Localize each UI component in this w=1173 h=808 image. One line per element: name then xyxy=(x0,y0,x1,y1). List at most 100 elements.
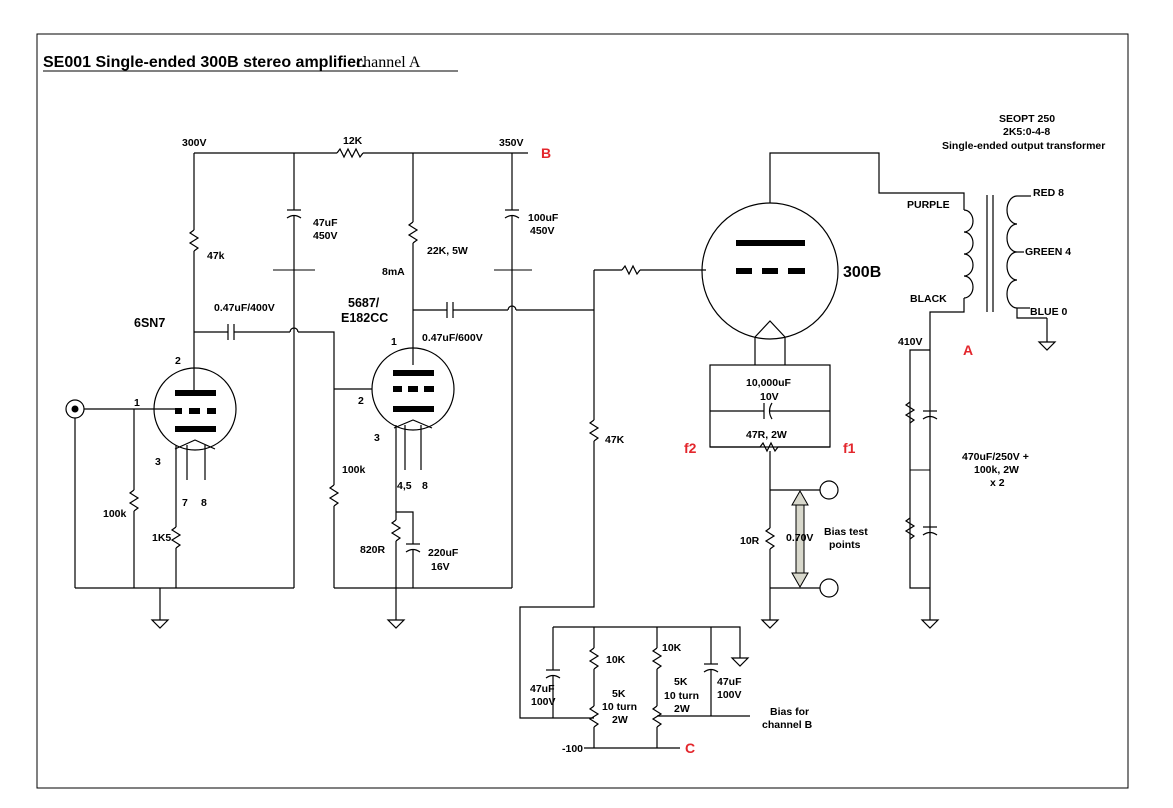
label-pot-b1: 5K xyxy=(674,676,688,688)
label-psu-1: 470uF/250V + xyxy=(962,451,1029,463)
cap-220uf-16v xyxy=(396,511,421,588)
label-cb1-val: 47uF xyxy=(530,683,555,695)
label-47k-grid: 47K xyxy=(605,434,625,446)
label-bias-b-1: Bias for xyxy=(770,706,809,718)
test-point-bottom[interactable] xyxy=(819,578,839,598)
label-cb1-v: 100V xyxy=(531,696,556,708)
label-pot-b2: 10 turn xyxy=(664,690,699,702)
point-f1: f1 xyxy=(843,440,856,456)
label-47r-2w: 47R, 2W xyxy=(746,429,787,441)
filament-box xyxy=(709,364,831,528)
label-neg100: -100 xyxy=(562,743,583,755)
pin-5687-1: 1 xyxy=(391,336,397,348)
grid-stopper-300b xyxy=(594,264,706,276)
label-c47-v: 450V xyxy=(313,230,338,242)
test-point-top[interactable] xyxy=(819,480,839,500)
tube-5687 xyxy=(371,347,455,470)
resistor-100k-grid xyxy=(328,484,340,588)
opt-ratio: 2K5:0-4-8 xyxy=(1003,126,1050,138)
label-pot-a3: 2W xyxy=(612,714,628,726)
label-410v: 410V xyxy=(898,336,923,348)
opt-desc: Single-ended output transformer xyxy=(942,140,1105,152)
label-300v: 300V xyxy=(182,137,207,149)
label-c100-v: 450V xyxy=(530,225,555,237)
opt-purple: PURPLE xyxy=(907,199,950,211)
pin-5687-45: 4,5 xyxy=(397,480,412,492)
label-psu-2: 100k, 2W xyxy=(974,464,1019,476)
label-c47-val: 47uF xyxy=(313,217,338,229)
resistor-47k-grid-300b xyxy=(519,270,600,719)
opt-blue0: BLUE 0 xyxy=(1030,306,1068,318)
input-jack[interactable] xyxy=(65,399,85,419)
label-820r: 820R xyxy=(360,544,386,556)
label-100k-input: 100k xyxy=(103,508,127,520)
label-c10000-v: 10V xyxy=(760,391,779,403)
opt-black: BLACK xyxy=(910,293,947,305)
plate-wire-300b xyxy=(769,152,965,210)
pin-6sn7-8: 8 xyxy=(201,497,207,509)
title-channel: channel A xyxy=(356,54,421,71)
label-pot-a2: 10 turn xyxy=(602,701,637,713)
point-c: C xyxy=(685,740,695,756)
resistor-10r xyxy=(760,527,780,629)
opt-name: SEOPT 250 xyxy=(999,113,1055,125)
pin-6sn7-3: 3 xyxy=(155,456,161,468)
resistor-820r xyxy=(386,425,406,629)
pin-6sn7-7: 7 xyxy=(182,497,188,509)
psu-filter xyxy=(904,349,938,589)
label-pot-b3: 2W xyxy=(674,703,690,715)
opt-red8: RED 8 xyxy=(1033,187,1064,199)
border-frame xyxy=(36,33,1129,789)
point-b: B xyxy=(541,145,551,161)
label-5687: 5687/ xyxy=(348,296,380,310)
bias-supply xyxy=(545,626,750,749)
resistor-47k-plate xyxy=(188,153,200,390)
label-1k5: 1K5 xyxy=(152,532,171,544)
label-070v: 0.70V xyxy=(786,532,813,544)
label-c220-v: 16V xyxy=(431,561,450,573)
label-cb2-v: 100V xyxy=(717,689,742,701)
pin-6sn7-2: 2 xyxy=(175,355,181,367)
label-300b: 300B xyxy=(843,264,881,281)
label-6sn7: 6SN7 xyxy=(134,316,165,330)
point-f2: f2 xyxy=(684,440,697,456)
label-12k: 12K xyxy=(343,135,363,147)
title-main: SE001 Single-ended 300B stereo amplifier… xyxy=(43,54,366,71)
label-psu-3: x 2 xyxy=(990,477,1005,489)
label-10k-b: 10K xyxy=(662,642,682,654)
pin-5687-2: 2 xyxy=(358,395,364,407)
tube-300b xyxy=(701,202,839,365)
label-350v: 350V xyxy=(499,137,524,149)
output-transformer xyxy=(920,195,1057,629)
point-a: A xyxy=(963,342,973,358)
cap-100uf-450v xyxy=(504,153,520,588)
speaker-ground-wire xyxy=(1016,308,1047,319)
label-c220-val: 220uF xyxy=(428,547,459,559)
label-c047-400: 0.47uF/400V xyxy=(214,302,275,314)
label-47k-plate: 47k xyxy=(207,250,225,262)
label-e182cc: E182CC xyxy=(341,311,388,325)
cap-047uf-400v xyxy=(194,324,335,485)
label-pot-a1: 5K xyxy=(612,688,626,700)
tube-6sn7 xyxy=(153,367,237,480)
cap-47uf-450v xyxy=(286,153,302,588)
voltage-arrow xyxy=(791,489,809,589)
pin-5687-8: 8 xyxy=(422,480,428,492)
label-bias-test-1: Bias test xyxy=(824,526,868,538)
opt-green4: GREEN 4 xyxy=(1025,246,1071,258)
ground-symbol-1 xyxy=(150,588,170,629)
label-22k-5w: 22K, 5W xyxy=(427,245,468,257)
top-rail xyxy=(194,147,528,159)
label-100k-grid: 100k xyxy=(342,464,366,476)
label-cb2-val: 47uF xyxy=(717,676,742,688)
label-c047-600: 0.47uF/600V xyxy=(422,332,483,344)
label-c10000-val: 10,000uF xyxy=(746,377,792,389)
cap-047uf-600v xyxy=(413,302,594,318)
label-bias-b-2: channel B xyxy=(762,719,813,731)
pin-6sn7-1: 1 xyxy=(134,397,140,409)
label-10r: 10R xyxy=(740,535,760,547)
label-c100-val: 100uF xyxy=(528,212,559,224)
label-bias-test-2: points xyxy=(829,539,861,551)
